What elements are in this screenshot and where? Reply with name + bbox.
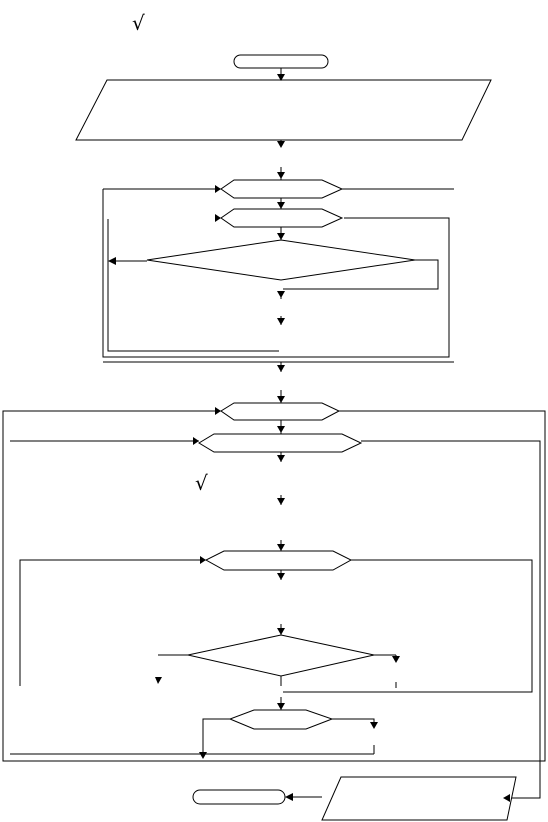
loop-box-2-inner-right: [283, 559, 533, 693]
radical-sign-top: √: [132, 11, 145, 35]
end-terminal: [192, 789, 286, 805]
loop-header-hexagon-1: [220, 179, 344, 199]
arrowhead-down-decision-2: [392, 656, 400, 663]
arrowhead-left-output: [503, 794, 510, 802]
decision-hexagon-small: [228, 709, 334, 730]
decision-diamond-2: [187, 634, 375, 677]
output-parallelogram: [321, 776, 517, 821]
arrowhead-down-9: [277, 396, 285, 403]
arrowhead-down-12: [277, 498, 285, 505]
loop-box-2-inner-left: [19, 559, 206, 686]
small-decision-right-branch: [332, 718, 375, 726]
loop-header-hexagon-2: [220, 208, 344, 228]
arrowhead-down-14: [277, 573, 285, 580]
arrowhead-right-2: [215, 214, 221, 222]
arrowhead-down-8: [277, 365, 285, 372]
start-terminal: [233, 54, 329, 69]
arrowhead-right-5: [200, 556, 206, 564]
arrowhead-left-end: [285, 793, 293, 801]
arrowhead-down-2: [277, 141, 285, 148]
arrowhead-right-1: [215, 185, 221, 193]
radical-sign-middle: √: [195, 471, 208, 495]
arrowhead-down-small-left: [199, 752, 207, 759]
loop-header-hexagon-3: [220, 402, 341, 421]
decision-diamond-1: [146, 239, 416, 281]
arrowhead-down-11: [277, 455, 285, 462]
arrowhead-left-decision-1: [108, 257, 116, 265]
loop-box-2-outline: [2, 410, 546, 762]
arrowhead-down-4: [277, 202, 285, 209]
arrowhead-down-13: [277, 544, 285, 551]
arrowhead-down-5: [277, 233, 285, 240]
arrowhead-down-1: [277, 74, 285, 81]
arrowhead-down-decision-2-left: [155, 677, 162, 684]
decision-1-right-branch: [283, 259, 439, 290]
arrowhead-down-small-right: [370, 722, 378, 729]
arrowhead-down-7: [277, 318, 285, 325]
input-parallelogram: [75, 79, 492, 141]
loop-box-1-outline: [102, 189, 450, 358]
arrowhead-down-3: [277, 172, 285, 179]
arrowhead-right-3: [215, 407, 221, 415]
loop-header-hexagon-4: [198, 433, 363, 453]
arrowhead-right-4: [193, 437, 199, 445]
arrowhead-down-10: [277, 426, 285, 433]
loop-header-hexagon-5: [204, 550, 353, 571]
loop-box-1-inner-return: [107, 219, 279, 352]
loop-box-2-exit-path: [361, 440, 541, 799]
arrowhead-down-6: [277, 291, 285, 298]
arrowhead-down-15: [277, 628, 285, 635]
arrowhead-down-16: [277, 703, 285, 710]
small-decision-left-branch: [202, 718, 230, 752]
